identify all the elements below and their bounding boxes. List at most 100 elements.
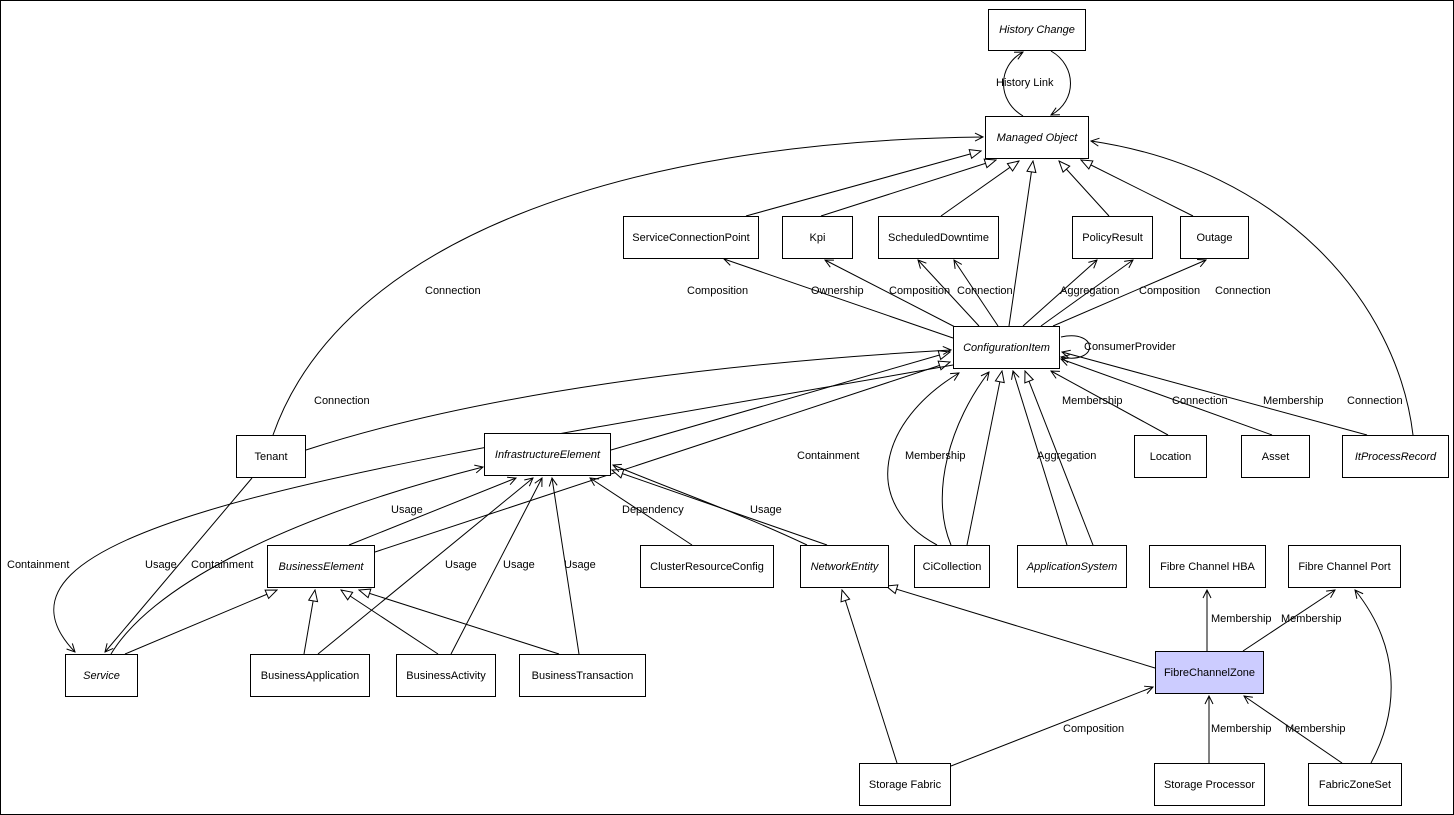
- node-network-entity[interactable]: NetworkEntity: [800, 545, 889, 588]
- edge-cluster-resource-config--infrastructure-element-dependency: [590, 478, 693, 546]
- node-label: Location: [1149, 450, 1192, 463]
- node-storage-fabric[interactable]: Storage Fabric: [859, 763, 951, 806]
- edge-label: Connection: [425, 285, 481, 297]
- edge-configuration-item--configuration-item-consumerprovider: [1061, 335, 1090, 358]
- edge-label: Connection: [1172, 395, 1228, 407]
- edge-fabric-zone-set--fibre-channel-port: [1355, 590, 1392, 764]
- node-storage-processor[interactable]: Storage Processor: [1154, 763, 1265, 806]
- edge-storage-fabric--fibre-channel-zone-composition: [950, 687, 1153, 767]
- edge-label: Usage: [145, 559, 177, 571]
- node-label: ConfigurationItem: [963, 341, 1050, 354]
- node-history-change[interactable]: History Change: [988, 9, 1086, 51]
- edge-scheduled-downtime--managed-object: [940, 161, 1019, 217]
- node-label: NetworkEntity: [810, 560, 879, 573]
- node-fibre-channel-zone[interactable]: FibreChannelZone: [1155, 651, 1264, 694]
- edge-label: Connection: [314, 395, 370, 407]
- edge-business-application--business-element: [303, 590, 315, 655]
- edge-configuration-item--outage-connection: [1052, 260, 1206, 327]
- node-application-system[interactable]: ApplicationSystem: [1017, 545, 1127, 588]
- edge-label: Connection: [957, 285, 1013, 297]
- edge-ci-collection--configuration-item-membership: [941, 372, 989, 546]
- node-label: BusinessElement: [278, 560, 364, 573]
- edge-application-system--configuration-item: [1025, 371, 1094, 546]
- edge-ci-collection--configuration-item: [966, 371, 1002, 546]
- edge-label: Composition: [889, 285, 951, 297]
- node-scheduled-downtime[interactable]: ScheduledDowntime: [878, 216, 999, 259]
- edge-label: History Link: [996, 77, 1054, 89]
- edge-label: Dependency: [622, 504, 684, 516]
- edge-configuration-item--policy-result-aggregation: [1022, 260, 1097, 327]
- node-service[interactable]: Service: [65, 654, 138, 697]
- node-business-transaction[interactable]: BusinessTransaction: [519, 654, 646, 697]
- edge-location--configuration-item-membership: [1051, 371, 1169, 436]
- node-managed-object[interactable]: Managed Object: [985, 116, 1089, 159]
- edge-label: Containment: [7, 559, 70, 571]
- node-label: ScheduledDowntime: [888, 231, 989, 244]
- node-label: PolicyResult: [1082, 231, 1143, 244]
- edge-configuration-item--scheduled-downtime-composition: [918, 260, 980, 327]
- edge-label: Connection: [1347, 395, 1403, 407]
- node-label: Storage Processor: [1163, 778, 1256, 791]
- node-fibre-channel-hba[interactable]: Fibre Channel HBA: [1149, 545, 1266, 588]
- edge-label: ConsumerProvider: [1084, 341, 1176, 353]
- edge-label: Usage: [445, 559, 477, 571]
- node-configuration-item[interactable]: ConfigurationItem: [953, 326, 1060, 369]
- edge-label: Membership: [905, 450, 966, 462]
- node-outage[interactable]: Outage: [1180, 216, 1249, 259]
- node-infrastructure-element[interactable]: InfrastructureElement: [484, 433, 611, 476]
- edge-label: Membership: [1211, 613, 1272, 625]
- edge-label: Composition: [687, 285, 749, 297]
- edge-network-entity--infrastructure-element-usage: [613, 465, 808, 546]
- edge-tenant--configuration-item-connection: [305, 350, 951, 451]
- edge-configuration-item--kpi-ownership: [825, 260, 958, 329]
- node-service-connection-point[interactable]: ServiceConnectionPoint: [623, 216, 759, 259]
- edge-tenant--managed-object-connection: [272, 137, 983, 436]
- node-kpi[interactable]: Kpi: [782, 216, 853, 259]
- edge-business-activity--infrastructure-element-usage: [450, 478, 542, 655]
- edge-label: Membership: [1211, 723, 1272, 735]
- edge-it-process-record--configuration-item-membership: [1062, 352, 1368, 436]
- node-business-element[interactable]: BusinessElement: [267, 545, 375, 588]
- node-label: ApplicationSystem: [1026, 560, 1118, 573]
- node-fabric-zone-set[interactable]: FabricZoneSet: [1308, 763, 1402, 806]
- node-label: Asset: [1261, 450, 1290, 463]
- node-label: FabricZoneSet: [1318, 778, 1392, 791]
- node-fibre-channel-port[interactable]: Fibre Channel Port: [1288, 545, 1401, 588]
- edge-label: Composition: [1139, 285, 1201, 297]
- node-tenant[interactable]: Tenant: [236, 435, 306, 478]
- node-business-activity[interactable]: BusinessActivity: [396, 654, 496, 697]
- edges-group: [53, 50, 1414, 767]
- edge-business-transaction--business-element: [359, 590, 560, 655]
- node-label: Service: [83, 669, 120, 682]
- node-policy-result[interactable]: PolicyResult: [1072, 216, 1153, 259]
- node-business-application[interactable]: BusinessApplication: [250, 654, 370, 697]
- edge-tenant--service-containment: [105, 477, 253, 652]
- node-location[interactable]: Location: [1134, 435, 1207, 478]
- edge-label: Ownership: [811, 285, 864, 297]
- node-label: Fibre Channel HBA: [1160, 560, 1255, 573]
- edge-storage-fabric--network-entity: [842, 590, 898, 764]
- node-label: ClusterResourceConfig: [650, 560, 764, 573]
- node-ci-collection[interactable]: CiCollection: [914, 545, 990, 588]
- node-label: Storage Fabric: [868, 778, 942, 791]
- edge-label: Membership: [1062, 395, 1123, 407]
- edge-policy-result--managed-object: [1059, 161, 1110, 217]
- edge-kpi--managed-object: [820, 160, 996, 217]
- edge-label: Containment: [797, 450, 860, 462]
- edge-label: Aggregation: [1060, 285, 1120, 297]
- edge-it-process-record--managed-object-connection: [1091, 141, 1414, 436]
- edge-business-activity--business-element: [341, 590, 439, 655]
- node-cluster-resource-config[interactable]: ClusterResourceConfig: [640, 545, 774, 588]
- node-label: FibreChannelZone: [1163, 666, 1256, 679]
- edge-service--business-element: [124, 590, 277, 655]
- node-it-process-record[interactable]: ItProcessRecord: [1342, 435, 1449, 478]
- edge-label: Membership: [1281, 613, 1342, 625]
- edge-configuration-item--managed-object: [1008, 161, 1033, 327]
- node-asset[interactable]: Asset: [1241, 435, 1310, 478]
- edge-label: Usage: [564, 559, 596, 571]
- edge-business-element--infrastructure-element-usage: [348, 478, 516, 546]
- edge-configuration-item--scheduled-downtime-connection: [954, 260, 999, 327]
- edge-business-element--configuration-item: [374, 362, 950, 553]
- edge-label: Containment: [191, 559, 254, 571]
